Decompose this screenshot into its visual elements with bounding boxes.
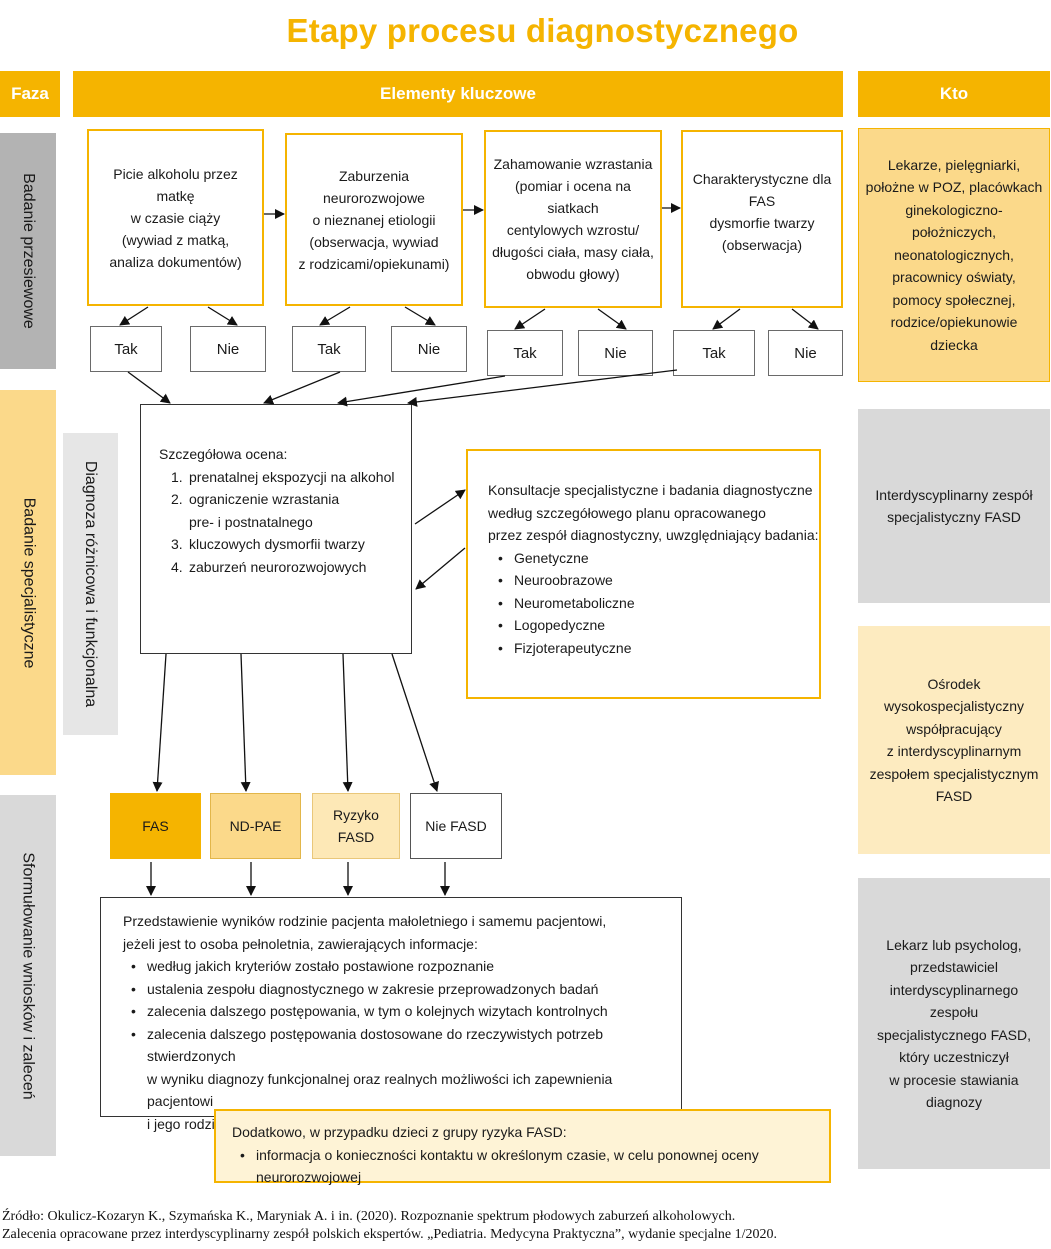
arrow-to-nie-1: [207, 306, 238, 326]
consultation-item: Logopedyczne: [490, 614, 819, 637]
consultation-item: Fizjoterapeutyczne: [490, 637, 819, 660]
arrow-from-consultation: [415, 547, 466, 590]
diagnosis-nie-fasd: Nie FASD: [410, 793, 502, 859]
arrow-to-tak-4: [712, 308, 741, 330]
consultation-item: Neurometaboliczne: [490, 592, 819, 615]
arrow-tak-1-assessment: [127, 371, 171, 404]
answer-nie-1: Nie: [190, 326, 266, 372]
screening-box-growth: Zahamowanie wzrastania(pomiar i ocena na…: [484, 130, 662, 308]
answer-nie-3: Nie: [578, 330, 653, 376]
additional-risk-box: Dodatkowo, w przypadku dzieci z grupy ry…: [214, 1109, 831, 1185]
consultation-item: Neuroobrazowe: [490, 569, 819, 592]
arrow-tak-4-assessment: [407, 369, 678, 407]
arrow-to-tak-2: [319, 306, 351, 326]
results-item: według jakich kryteriów zostało postawio…: [123, 955, 681, 978]
diagnosis-nd-pae: ND-PAE: [210, 793, 301, 859]
arrow-to-tak-3: [514, 308, 546, 330]
arrow-to-consultation: [414, 489, 466, 525]
arrow-to-nie-3: [597, 308, 627, 330]
results-item: ustalenia zespołu diagnostycznego w zakr…: [123, 978, 681, 1001]
source-citation: Źródło: Okulicz-Kozaryn K., Szymańska K.…: [2, 1209, 778, 1242]
arrow-to-nie-fasd: [391, 653, 439, 792]
arrow-to-ryzyko: [342, 653, 353, 792]
page-title: Etapy procesu diagnostycznego: [286, 12, 799, 49]
header-elementy-kluczowe: Elementy kluczowe: [73, 71, 843, 117]
phase-screening: Badanie przesiewowe: [0, 133, 56, 369]
answer-tak-4: Tak: [673, 330, 755, 376]
results-item: zalecenia dalszego postępowania, w tym o…: [123, 1000, 681, 1023]
arrow-tak-3-assessment: [337, 375, 506, 407]
arrow-to-nie-4: [791, 308, 819, 330]
detailed-assessment-box: Szczegółowa ocena: 1.prenatalnej ekspozy…: [140, 404, 412, 654]
consultation-item: Genetyczne: [490, 547, 819, 570]
diagnosis-fas: FAS: [110, 793, 201, 859]
arrow-to-nd-pae: [240, 653, 251, 792]
results-item: zalecenia dalszego postępowania dostosow…: [123, 1023, 681, 1136]
answer-nie-2: Nie: [391, 326, 467, 372]
assessment-item: 3.kluczowych dysmorfii twarzy: [171, 536, 365, 552]
answer-tak-2: Tak: [292, 326, 366, 372]
consultation-list: Genetyczne Neuroobrazowe Neurometabolicz…: [490, 547, 819, 660]
arrow-to-tak-1: [119, 306, 149, 326]
header-kto: Kto: [858, 71, 1050, 117]
assessment-item: 1.prenatalnej ekspozycji na alkohol: [171, 468, 395, 485]
assessment-list: 1.prenatalnej ekspozycji na alkohol 2.og…: [159, 466, 411, 579]
arrow-to-fas: [152, 653, 167, 792]
additional-item: informacja o konieczności kontaktu w okr…: [232, 1144, 829, 1189]
assessment-item: 4.zaburzeń neurorozwojowych: [171, 558, 367, 575]
answer-tak-3: Tak: [487, 330, 563, 376]
assessment-heading: Szczegółowa ocena:: [159, 446, 288, 462]
consultation-box: Konsultacje specjalistyczne i badania di…: [466, 449, 821, 699]
arrow-to-nie-2: [404, 306, 436, 326]
header-faza: Faza: [0, 71, 60, 117]
differential-diagnosis-band: Diagnoza różnicowa i funkcjonalna: [63, 433, 118, 735]
kto-screening: Lekarze, pielęgniarki,położne w POZ, pla…: [858, 128, 1050, 382]
arrow-tak-2-assessment: [263, 371, 341, 405]
answer-nie-4: Nie: [768, 330, 843, 376]
results-box: Przedstawienie wyników rodzinie pacjenta…: [100, 897, 682, 1132]
answer-tak-1: Tak: [90, 326, 162, 372]
phase-specialist: Badanie specjalistyczne: [0, 390, 56, 775]
results-list: według jakich kryteriów zostało postawio…: [123, 955, 681, 1135]
phase-conclusions: Sformułowanie wniosków i zaleceń: [0, 795, 56, 1156]
